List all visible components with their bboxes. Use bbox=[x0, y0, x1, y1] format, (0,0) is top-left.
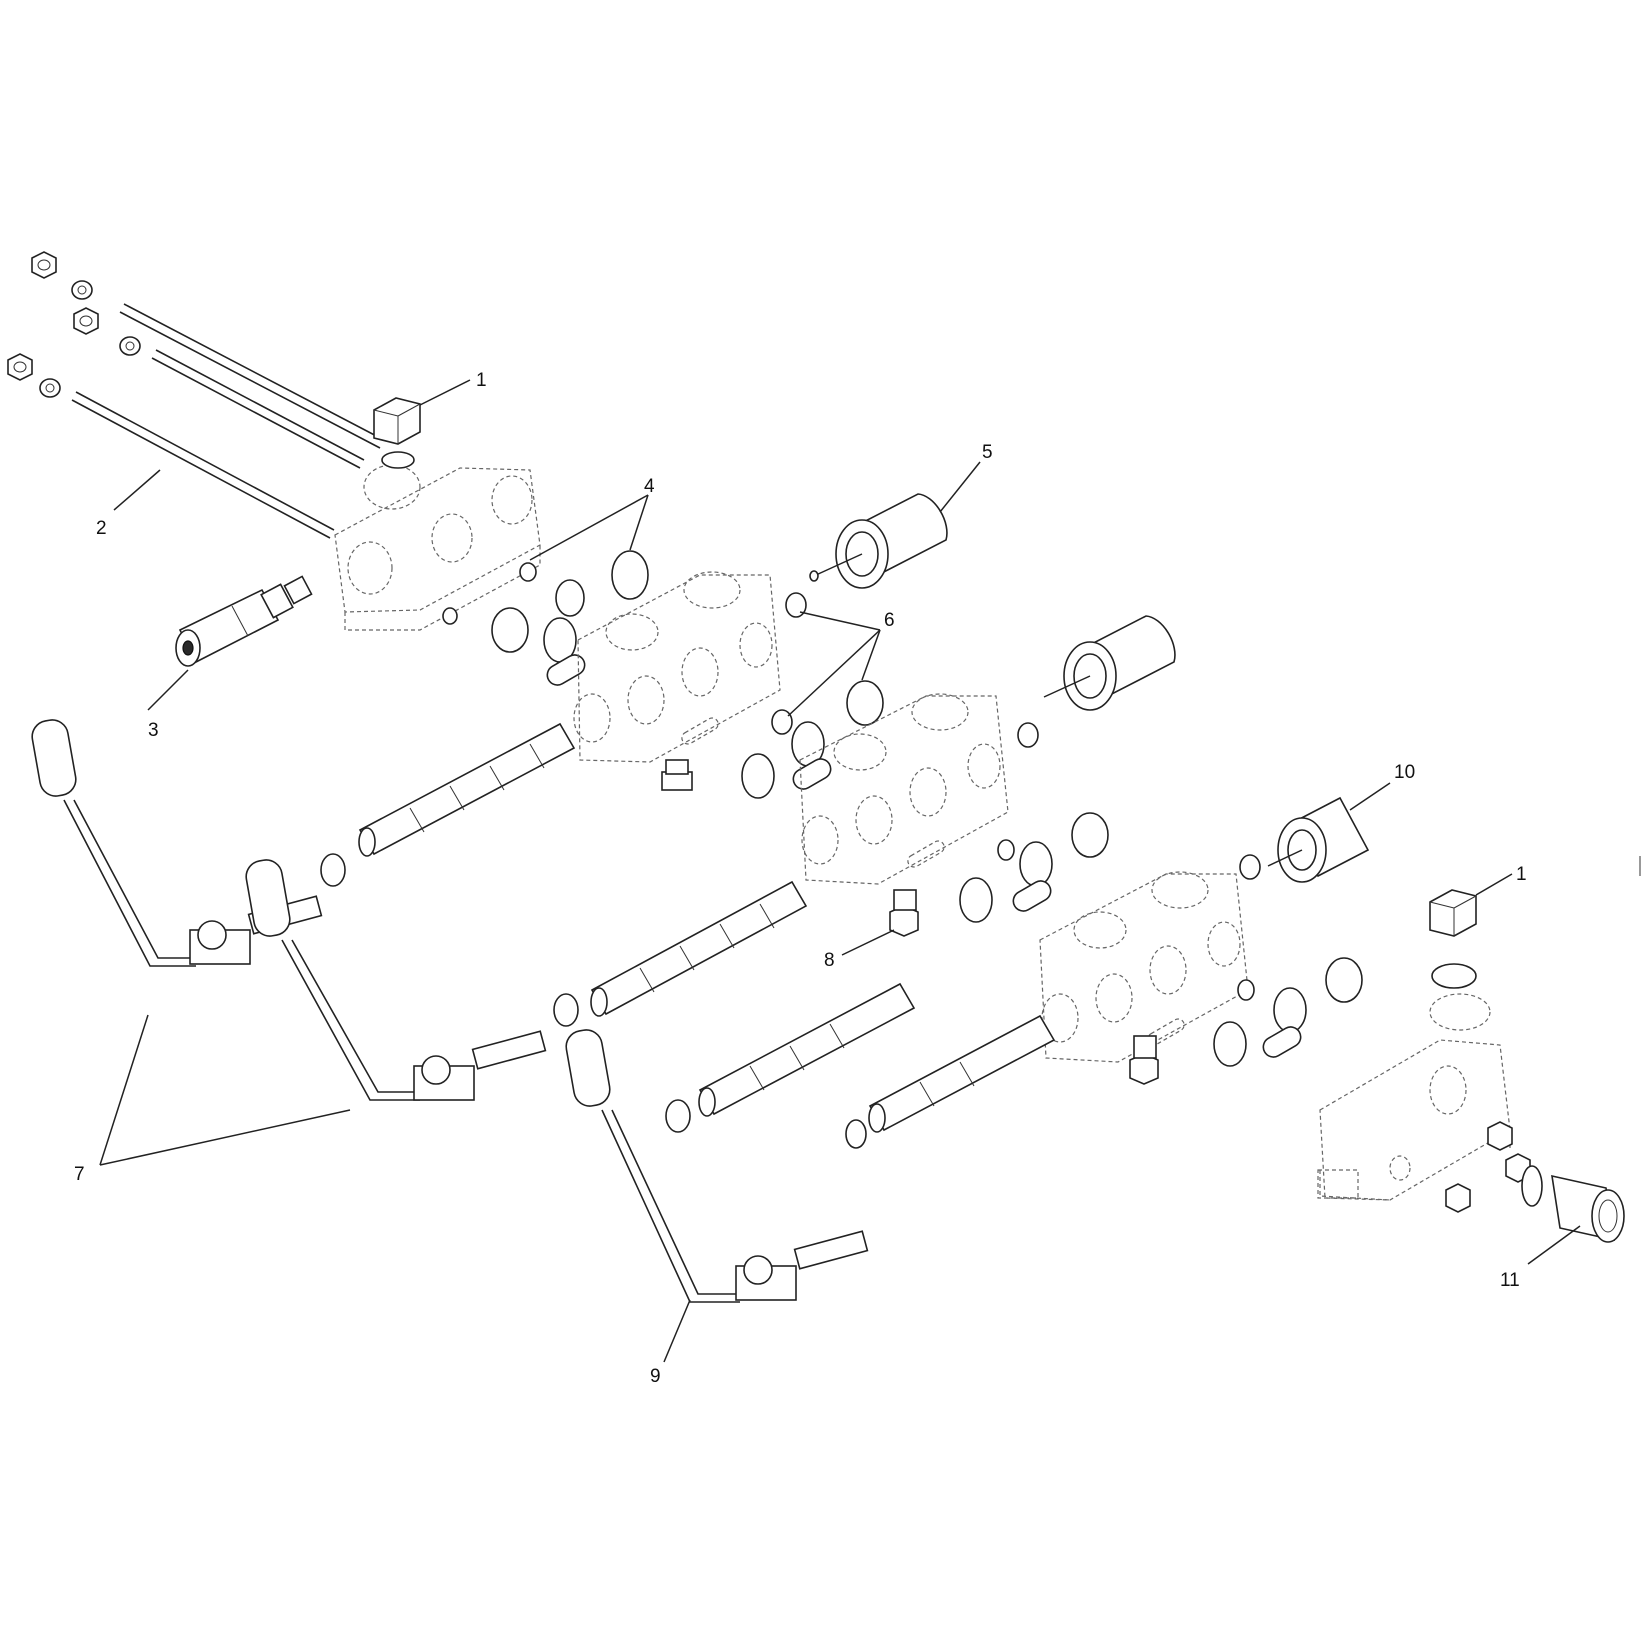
spool-cap-5 bbox=[809, 493, 948, 589]
spool-2 bbox=[590, 880, 808, 1017]
washer bbox=[119, 336, 141, 356]
outlet-fitting bbox=[1445, 1121, 1625, 1243]
callout-1-top: 1 bbox=[476, 370, 487, 391]
work-section-3-housing bbox=[1039, 871, 1249, 1063]
plug-right bbox=[1429, 889, 1477, 989]
o-ring bbox=[1017, 722, 1039, 748]
spool-cap-10 bbox=[1267, 796, 1370, 883]
callout-9: 9 bbox=[650, 1366, 661, 1387]
o-ring-set-4 bbox=[442, 550, 649, 686]
work-section-1-housing bbox=[573, 571, 781, 763]
plug-bottom-8 bbox=[889, 889, 919, 937]
o-ring-set-6 bbox=[741, 592, 884, 799]
o-ring-set-section-2 bbox=[959, 812, 1109, 923]
callout-8: 8 bbox=[824, 950, 835, 971]
plug-bottom-3 bbox=[1129, 1035, 1159, 1085]
relief-valve bbox=[175, 575, 313, 667]
washer bbox=[39, 378, 61, 398]
spool-3 bbox=[698, 982, 916, 1117]
work-section-2-housing bbox=[799, 693, 1009, 885]
handle-assembly-middle bbox=[245, 859, 547, 1101]
plug-top bbox=[373, 397, 421, 469]
o-ring-set-section-3 bbox=[1213, 957, 1363, 1067]
o-ring bbox=[1239, 854, 1261, 880]
inlet-section-housing bbox=[334, 464, 541, 631]
callout-5: 5 bbox=[982, 442, 993, 463]
o-ring bbox=[553, 993, 579, 1027]
hex-nut bbox=[31, 251, 57, 279]
tie-rod-assembly bbox=[7, 251, 385, 539]
callout-6: 6 bbox=[884, 610, 895, 631]
callout-4: 4 bbox=[644, 476, 655, 497]
outlet-section-housing bbox=[1317, 993, 1511, 1201]
spool-cap-2 bbox=[1043, 615, 1176, 711]
leader-lines bbox=[99, 379, 1581, 1363]
callout-11: 11 bbox=[1500, 1270, 1520, 1291]
spool-1 bbox=[358, 722, 576, 857]
hex-nut bbox=[73, 307, 99, 335]
o-ring bbox=[845, 1119, 867, 1149]
callout-3: 3 bbox=[148, 720, 159, 741]
hex-nut bbox=[7, 353, 33, 381]
o-ring bbox=[665, 1099, 691, 1133]
handle-assembly-9 bbox=[565, 1029, 869, 1303]
o-ring bbox=[320, 853, 346, 887]
callouts: 1 2 3 4 5 6 7 8 9 10 1 11 bbox=[74, 370, 1527, 1387]
spool-3b bbox=[868, 1014, 1056, 1133]
plug-bottom-1 bbox=[661, 759, 693, 791]
callout-2: 2 bbox=[96, 518, 107, 539]
callout-1-right: 1 bbox=[1516, 864, 1527, 885]
callout-10: 10 bbox=[1394, 762, 1415, 783]
washer bbox=[71, 280, 93, 300]
callout-7: 7 bbox=[74, 1164, 85, 1185]
